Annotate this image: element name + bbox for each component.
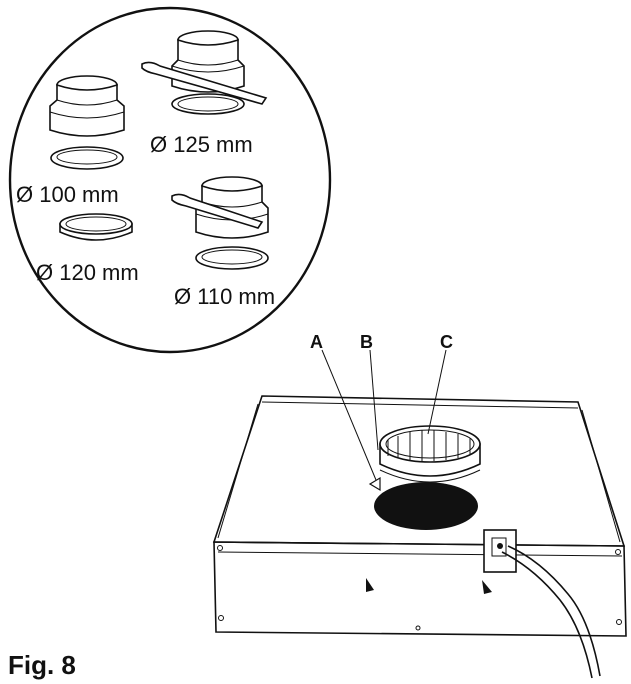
label-d120: Ø 120 mm	[36, 260, 139, 285]
label-d125: Ø 125 mm	[150, 132, 253, 157]
outlet-collar	[379, 425, 481, 483]
adapter-125-mm	[141, 30, 268, 115]
label-d100: Ø 100 mm	[16, 182, 119, 207]
junction-box	[483, 529, 517, 573]
adapter-110-mm	[171, 176, 269, 270]
power-cable	[507, 545, 601, 677]
adapter-inset: Ø 125 mm Ø 100 mm Ø 120 mm Ø 110 mm	[8, 6, 332, 354]
callout-a: A	[310, 332, 323, 352]
inset-circle	[8, 6, 332, 354]
adapter-100-mm	[49, 75, 125, 170]
callout-c: C	[440, 332, 453, 352]
adapter-120-mm	[59, 213, 133, 241]
callout-b: B	[360, 332, 373, 352]
figure-caption: Fig. 8	[8, 650, 76, 680]
outlet-hole	[374, 482, 478, 530]
label-d110: Ø 110 mm	[174, 284, 275, 309]
hood-body	[212, 395, 627, 679]
